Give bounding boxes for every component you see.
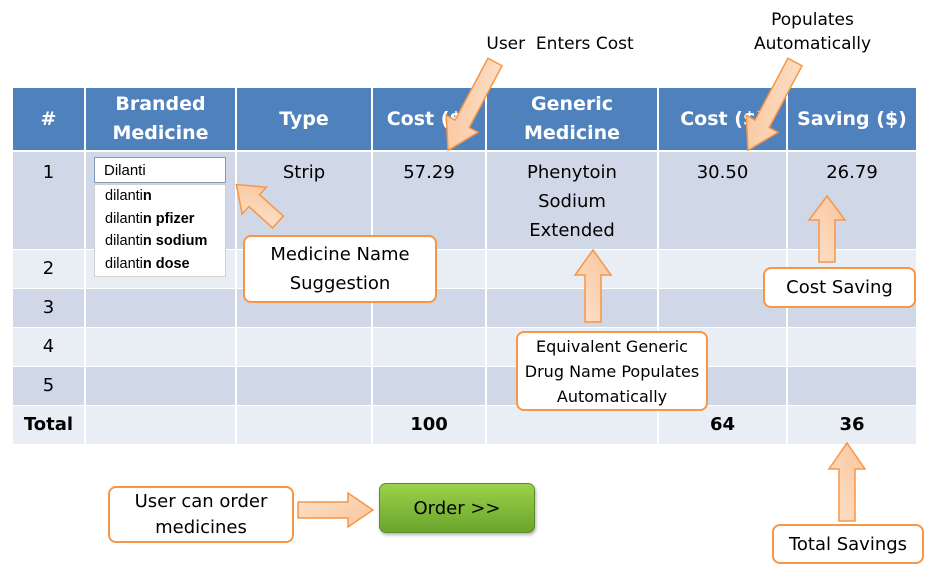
arrow-total-savings [827,441,867,522]
row1-num: 1 [42,162,55,183]
suggestion-typed: dilanti [105,210,143,227]
callout-line: Suggestion [289,273,391,294]
row3-num: 3 [42,297,55,318]
arrow-user-enters-cost [445,57,504,152]
suggestion-completion: n [142,188,152,204]
callout-cost-saving: Cost Saving [763,267,916,308]
callout-line: User can order [134,490,268,512]
order-button[interactable]: Order >> [379,483,535,533]
total-generic-cost: 64 [709,414,736,435]
arrow-cost-saving [807,194,847,263]
callout-line: medicines [155,516,247,538]
table-row-4 [13,328,916,366]
header-saving: Saving ($) [788,88,916,150]
label-line: Populates [771,10,854,30]
suggestion-typed: dilanti [105,188,143,204]
row1-generic-cost: 30.50 [696,162,749,183]
label-line: Automatically [753,34,872,54]
callout-user-can-order: User can order medicines [108,486,294,543]
callout-line: Automatically [556,386,668,406]
suggestion-completion: n sodium [142,233,208,249]
arrow-populates-automatically [745,57,804,152]
suggestion-typed: dilanti [105,233,143,249]
suggestion-completion: n pfizer [142,210,195,227]
label-user-enters-cost: User Enters Cost [486,34,634,54]
total-saving: 36 [839,414,865,435]
column-divider [235,152,237,444]
generic-line: Sodium [538,191,606,212]
suggestion-item[interactable]: dilantin dose [95,253,225,276]
label-populates-automatically: Populates Automatically [735,8,890,56]
row4-num: 4 [42,336,55,357]
table-row-5 [13,367,916,405]
callout-line: Equivalent Generic [536,336,688,356]
header-type: Type [237,88,371,150]
column-divider [485,152,487,444]
arrow-medicine-suggestion [235,183,285,230]
callout-equivalent-generic: Equivalent Generic Drug Name Populates A… [516,331,708,411]
header-branded-medicine: Branded Medicine [86,88,235,150]
generic-line: Extended [529,220,615,241]
suggestion-item[interactable]: dilantin pfizer [95,208,225,231]
row2-num: 2 [42,258,55,279]
callout-line: Drug Name Populates [524,361,700,381]
row1-saving: 26.79 [826,162,878,183]
row5-num: 5 [42,375,55,396]
table-row-total [13,406,916,444]
suggestion-item[interactable]: dilantin [95,185,225,208]
suggestion-item[interactable]: dilantin sodium [95,230,225,253]
callout-line: Medicine Name [270,244,410,265]
callout-total-savings: Total Savings [772,524,924,564]
branded-medicine-input[interactable] [94,157,226,183]
suggestion-completion: n dose [142,255,190,272]
row1-cost: 57.29 [403,162,455,183]
arrow-user-can-order [297,491,375,529]
header-num: # [13,88,84,150]
row1-type: Strip [282,162,326,183]
row1-generic-medicine: Phenytoin Sodium Extended [487,158,657,245]
total-label: Total [23,414,74,435]
column-divider [84,152,86,444]
generic-line: Phenytoin [527,162,617,183]
suggestion-list: dilantin dilantin pfizer dilantin sodium… [94,184,226,277]
callout-medicine-name-suggestion: Medicine Name Suggestion [243,235,437,303]
total-cost: 100 [410,414,448,435]
suggestion-typed: dilanti [105,255,143,272]
column-divider [657,152,659,444]
header-generic-medicine: Generic Medicine [487,88,657,150]
arrow-equivalent-generic [573,248,613,323]
